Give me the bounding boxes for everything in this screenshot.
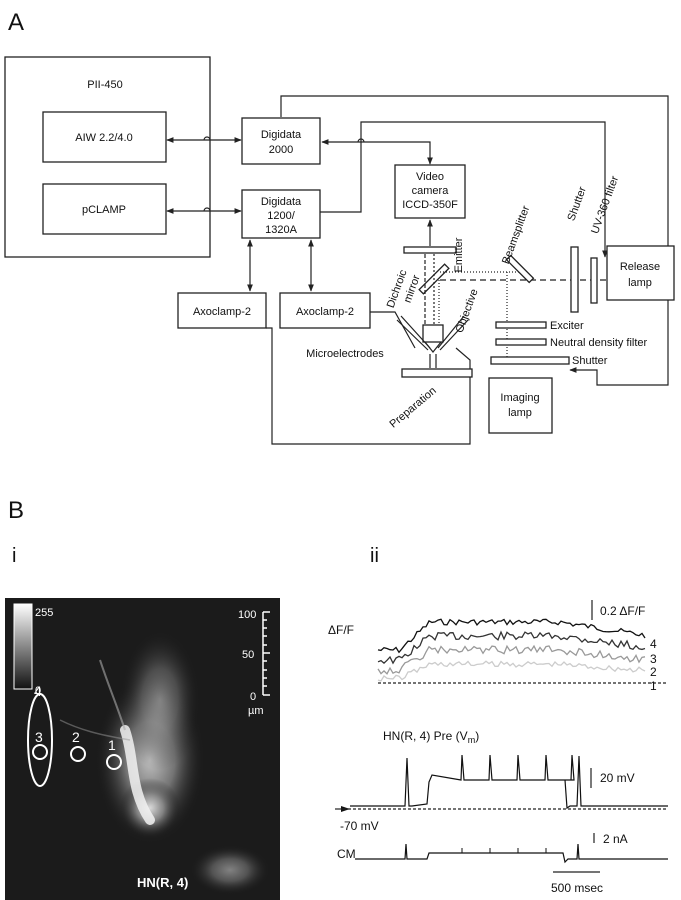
release-lamp-l1: Release [620,261,660,273]
vm-label: HN(R, 4) Pre (Vm) [383,729,479,745]
imaging-lamp-box [488,377,553,434]
imaging-lamp-l1: Imaging [500,392,539,404]
imaging-lamp-l2: lamp [508,407,532,419]
trace-3 [377,630,646,665]
pclamp-label: pCLAMP [82,204,126,216]
axoclamp-1-label: Axoclamp-2 [193,306,251,318]
micrometer-scale [262,611,270,696]
mv-scale: 20 mV [600,771,635,785]
roi-label-1: 1 [108,737,116,753]
objective [422,324,444,343]
aiw-label: AIW 2.2/4.0 [75,132,132,144]
axoclamp-2-label: Axoclamp-2 [296,306,354,318]
roi-label-2: 2 [72,729,80,745]
emitter-label: Emitter [453,237,465,272]
microelectrodes-label: Microelectrodes [306,348,384,360]
df-scale: 0.2 ΔF/F [600,604,645,618]
aiw-box [42,111,167,163]
camera-l1: Video [416,171,444,183]
trace-4 [377,618,646,654]
colorbar-max: 255 [35,607,53,619]
preparation [401,368,473,378]
release-lamp-box [606,245,675,301]
rest-label: -70 mV [340,819,379,833]
digidata-1200-box [241,189,321,239]
um-0: 0 [250,691,256,703]
roi-label-4: 4 [34,683,42,699]
roi-label-3: 3 [35,729,43,745]
sub-i-label: i [12,545,16,567]
cm-label: CM [337,847,356,861]
beamsplitter [505,254,535,284]
preparation-label: Preparation [387,385,438,431]
df-label: ΔF/F [328,623,354,637]
digidata-1200-l1: Digidata [261,196,302,208]
link-digidata-release-shutter [320,121,608,258]
nd-filter [495,338,547,346]
computer-label: PII-450 [87,79,122,91]
trace-2 [377,644,646,675]
cell-name: HN(R, 4) [137,875,188,890]
sub-ii-label: ii [370,545,379,567]
trace-label-2: 2 [650,665,657,679]
release-lamp-l2: lamp [628,277,652,289]
trace-label-4: 4 [650,637,657,651]
digidata-1200-l2: 1200/ [267,210,295,222]
panel-a-label: A [8,9,24,36]
link-digidata-camera [321,139,433,165]
um-100: 100 [238,609,256,621]
vm-trace [350,754,668,810]
cell-glow [59,630,270,895]
digidata-2000-l1: Digidata [261,129,302,141]
shutter-release [570,246,579,313]
panel-b-label: B [8,497,24,524]
objective-label: Objective [454,287,481,334]
trace-label-3: 3 [650,652,657,666]
cm-trace [355,843,668,864]
emitter [403,246,457,254]
nd-filter-label: Neutral density filter [550,337,648,349]
pclamp-box [42,183,167,235]
digidata-2000-box [241,117,321,165]
trace-1 [377,660,646,682]
time-scale: 500 msec [551,881,603,895]
um-50: 50 [242,649,254,661]
digidata-2000-l2: 2000 [269,144,293,156]
shutter-bottom-label: Shutter [572,355,608,367]
axoclamp-2-box [279,292,371,329]
roi-4 [27,693,53,787]
roi-3 [32,744,48,760]
camera-box [394,164,466,219]
exciter [495,321,547,329]
shutter-imaging [490,356,570,365]
exciter-label: Exciter [550,320,584,332]
camera-l3: ICCD-350F [402,199,458,211]
intensity-colorbar [13,603,33,690]
beamsplitter-label: Beamsplitter [500,204,532,266]
na-scale: 2 nA [603,832,628,846]
trace-label-1: 1 [650,679,657,693]
um-unit: µm [248,705,264,717]
shutter-top-label: Shutter [565,185,589,223]
digidata-1200-l3: 1320A [265,224,297,236]
axoclamp-1-box [177,292,267,329]
uv-filter [590,257,598,304]
roi-2 [70,746,86,762]
colorbar-min: 0 [35,685,41,697]
roi-1 [106,754,122,770]
link-digidata-imaging-shutter [280,95,669,386]
camera-l2: camera [412,185,450,197]
